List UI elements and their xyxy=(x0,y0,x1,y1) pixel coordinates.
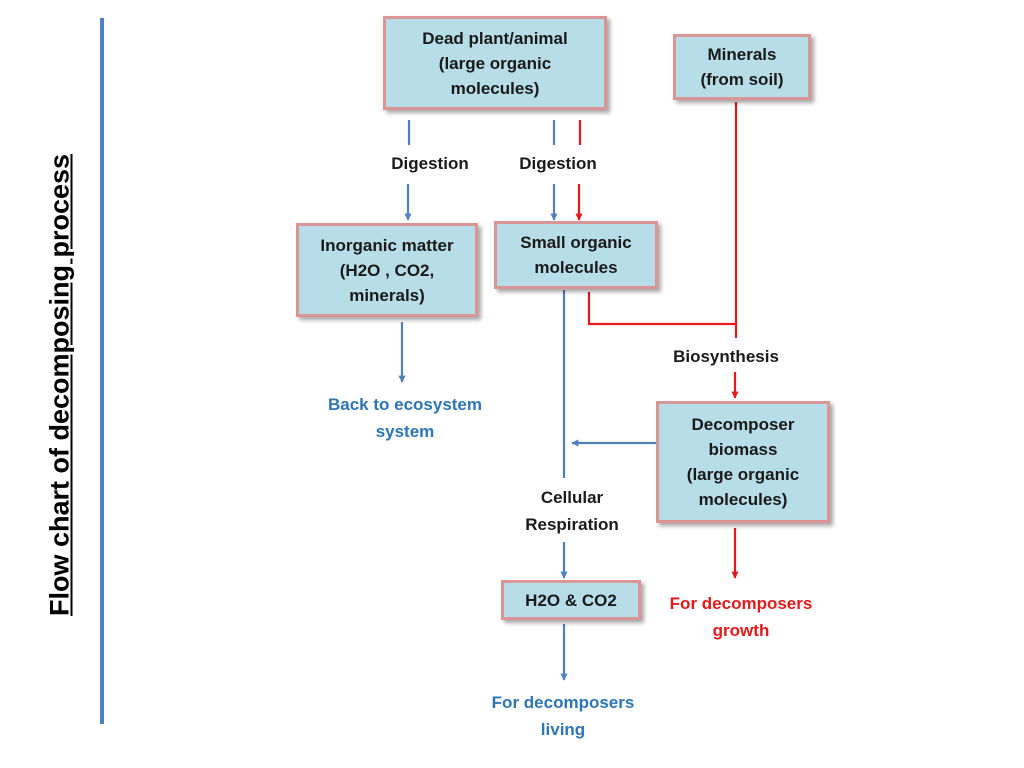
box-inorganic-matter: Inorganic matter (H2O , CO2, minerals) xyxy=(296,223,478,317)
box-line: Decomposer xyxy=(691,415,795,434)
label-biosynthesis: Biosynthesis xyxy=(673,347,779,366)
box-h2o-co2: H2O & CO2 xyxy=(501,580,641,620)
label-digestion-right: Digestion xyxy=(519,154,597,173)
label-for-decomposers-growth: For decomposers growth xyxy=(651,590,831,644)
box-line: (large organic xyxy=(686,465,800,484)
box-line: (large organic xyxy=(438,53,552,73)
box-minerals: Minerals (from soil) xyxy=(673,34,811,100)
label-line: Back to ecosystem xyxy=(327,395,483,414)
label-line: Cellular xyxy=(540,488,604,507)
label-line: growth xyxy=(712,621,770,640)
box-decomposer-biomass: Decomposer biomass (large organic molecu… xyxy=(656,401,830,523)
box-line: Minerals xyxy=(707,45,777,64)
box-line: Small organic xyxy=(520,233,632,252)
box-line: biomass xyxy=(708,440,778,459)
label-digestion-left: Digestion xyxy=(391,154,469,173)
box-line: Dead plant/animal xyxy=(422,28,568,48)
red-line-small-to-junction xyxy=(587,292,736,326)
box-dead-plant-animal: Dead plant/animal (large organic molecul… xyxy=(383,16,607,110)
box-line: minerals) xyxy=(349,285,425,305)
label-for-decomposers-living: For decomposers living xyxy=(473,689,653,743)
box-line: molecules xyxy=(534,258,618,277)
label-line: Respiration xyxy=(525,515,619,534)
box-line: H2O & CO2 xyxy=(525,590,617,610)
label-back-to-ecosystem: Back to ecosystem system xyxy=(305,391,505,445)
box-small-organic-molecules: Small organic molecules xyxy=(494,221,658,289)
label-line: For decomposers xyxy=(669,594,813,613)
label-line: living xyxy=(540,720,586,739)
box-line: (H2O , CO2, xyxy=(339,260,435,280)
label-line: system xyxy=(375,422,435,441)
box-line: Inorganic matter xyxy=(320,235,454,255)
box-line: (from soil) xyxy=(700,70,784,89)
title-divider-bar xyxy=(100,18,104,724)
label-line: For decomposers xyxy=(491,693,635,712)
box-line: molecules) xyxy=(698,490,788,509)
box-line: molecules) xyxy=(450,78,540,98)
label-cellular-respiration: Cellular Respiration xyxy=(502,484,642,538)
